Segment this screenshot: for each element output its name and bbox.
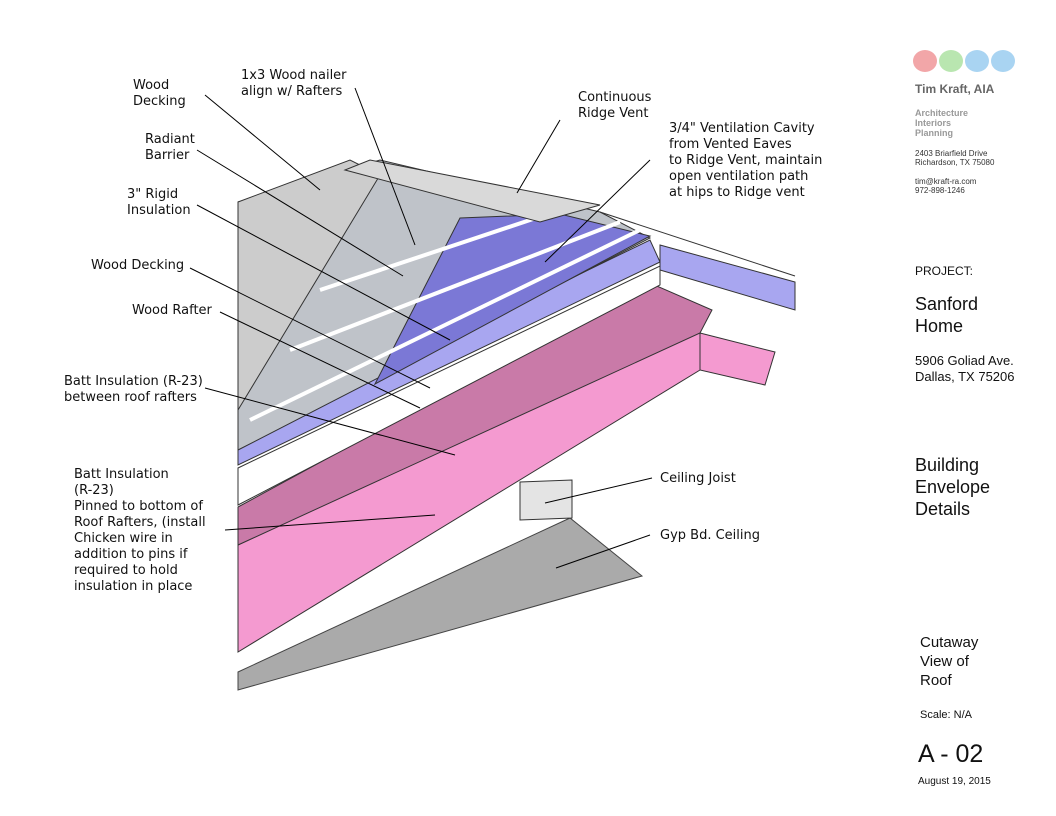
label-batt-pinned: Batt Insulation (R-23) Pinned to bottom …	[74, 467, 206, 594]
project-address: 5906 Goliad Ave. Dallas, TX 75206	[915, 353, 1015, 384]
firm-address: 2403 Briarfield Drive Richardson, TX 750…	[915, 149, 994, 167]
scale-note: Scale: N/A	[920, 709, 972, 721]
label-radiant-barrier: Radiant Barrier	[145, 132, 195, 163]
sheet-number: A - 02	[918, 740, 984, 768]
label-ceiling-joist: Ceiling Joist	[660, 471, 736, 486]
service-item: Interiors	[915, 118, 952, 128]
project-name: Sanford Home	[915, 294, 979, 336]
label-wood-decking: Wood Decking	[91, 258, 185, 273]
project-label: PROJECT:	[915, 264, 974, 278]
view-title: Cutaway View of Roof	[920, 634, 979, 689]
logo-circle	[991, 50, 1015, 72]
gyp-board-ceiling	[237, 517, 644, 691]
logo-circle	[965, 50, 989, 72]
logo-circle	[939, 50, 963, 72]
contact-email: tim@kraft-ra.com	[915, 177, 977, 186]
leader-lines	[189, 87, 653, 569]
label-rigid-insulation: 3" Rigid Insulation	[127, 187, 191, 218]
radiant-barrier-right	[659, 244, 796, 311]
ceiling-joist	[519, 479, 573, 521]
label-wood-nailer: 1x3 Wood nailer align w/ Rafters	[241, 68, 347, 99]
wood-rafter	[237, 265, 661, 506]
label-wood-rafter: Wood Rafter	[132, 303, 212, 318]
batt-insulation-end	[699, 332, 776, 386]
sheet-date: August 19, 2015	[918, 776, 991, 787]
label-batt-between: Batt Insulation (R-23) between roof raft…	[64, 374, 203, 405]
sheet-title: Building Envelope Details	[915, 455, 991, 519]
firm-name: Tim Kraft, AIA	[915, 82, 995, 96]
logo-circle	[913, 50, 937, 72]
firm-services: Architecture Interiors Planning	[915, 108, 968, 138]
contact-phone: 972-898-1246	[915, 186, 965, 195]
label-gyp-ceiling: Gyp Bd. Ceiling	[660, 528, 760, 543]
service-item: Architecture	[915, 108, 969, 118]
wood-nailer-strip	[289, 220, 621, 352]
label-wood-decking-top: Wood Decking	[133, 78, 186, 109]
address-line: Richardson, TX 75080	[915, 158, 995, 167]
firm-logo	[913, 50, 1015, 72]
firm-contact: tim@kraft-ra.com 972-898-1246	[915, 177, 976, 195]
wood-nailer-strip	[319, 208, 561, 292]
service-item: Planning	[915, 128, 953, 138]
label-ridge-vent: Continuous Ridge Vent	[578, 90, 652, 121]
wood-nailer-strip	[249, 228, 641, 422]
label-ventilation-cavity: 3/4" Ventilation Cavity from Vented Eave…	[669, 121, 823, 200]
address-line: 2403 Briarfield Drive	[915, 149, 988, 158]
continuous-ridge-vent	[343, 159, 601, 223]
roof-eave-edge	[599, 211, 796, 277]
